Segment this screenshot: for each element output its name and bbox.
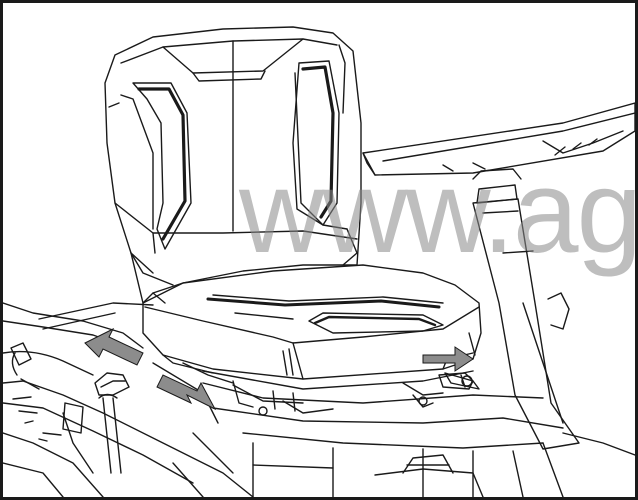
double-arrow-icon — [84, 327, 144, 366]
adjust-lever — [94, 372, 474, 396]
steering-column — [472, 168, 580, 450]
seat-backrest — [104, 26, 362, 304]
seat-rails — [202, 370, 480, 416]
double-arrow-icon — [156, 374, 217, 411]
dashboard-panel — [362, 102, 635, 176]
adjustment-arrows — [84, 327, 474, 411]
machine-body — [3, 302, 635, 497]
seat-cushion — [142, 264, 482, 380]
arrow-right-icon — [422, 346, 474, 372]
mower-seat-illustration — [3, 26, 635, 497]
